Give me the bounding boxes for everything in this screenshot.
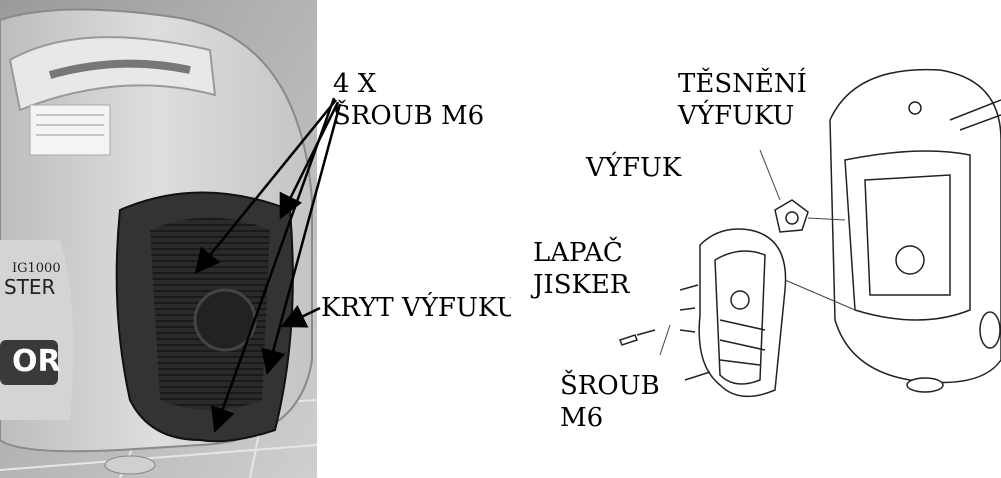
label-4x: 4 X [333, 69, 377, 99]
label-exhaust-gasket: TĚSNĚNÍ VÝFUKU [678, 68, 807, 132]
label-screw-m6-bottom: ŠROUB M6 [560, 370, 660, 434]
model-text: IG1000 [12, 261, 61, 276]
label-gasket-line2: VÝFUKU [678, 101, 795, 131]
generator-photo [0, 0, 317, 478]
label-screw-line2: M6 [560, 403, 604, 433]
label-4x-screw-m6: 4 X ŠROUB M6 [333, 68, 484, 132]
label-exhaust: VÝFUK [586, 153, 682, 183]
label-spark-line1: LAPAČ [533, 238, 623, 268]
label-spark-arrester: LAPAČ JISKER [533, 237, 629, 301]
label-gasket-line1: TĚSNĚNÍ [678, 69, 807, 99]
logo-text: OR [12, 344, 61, 379]
exploded-view-drawing [680, 68, 1001, 398]
label-spark-line2: JISKER [533, 270, 630, 300]
label-screw-m6: ŠROUB M6 [333, 101, 485, 131]
label-screw-line1: ŠROUB [560, 371, 660, 401]
label-exhaust-cover: KRYT VÝFUKU [321, 293, 511, 323]
brand-text: STER [4, 275, 56, 299]
screw-drawing [619, 324, 671, 356]
